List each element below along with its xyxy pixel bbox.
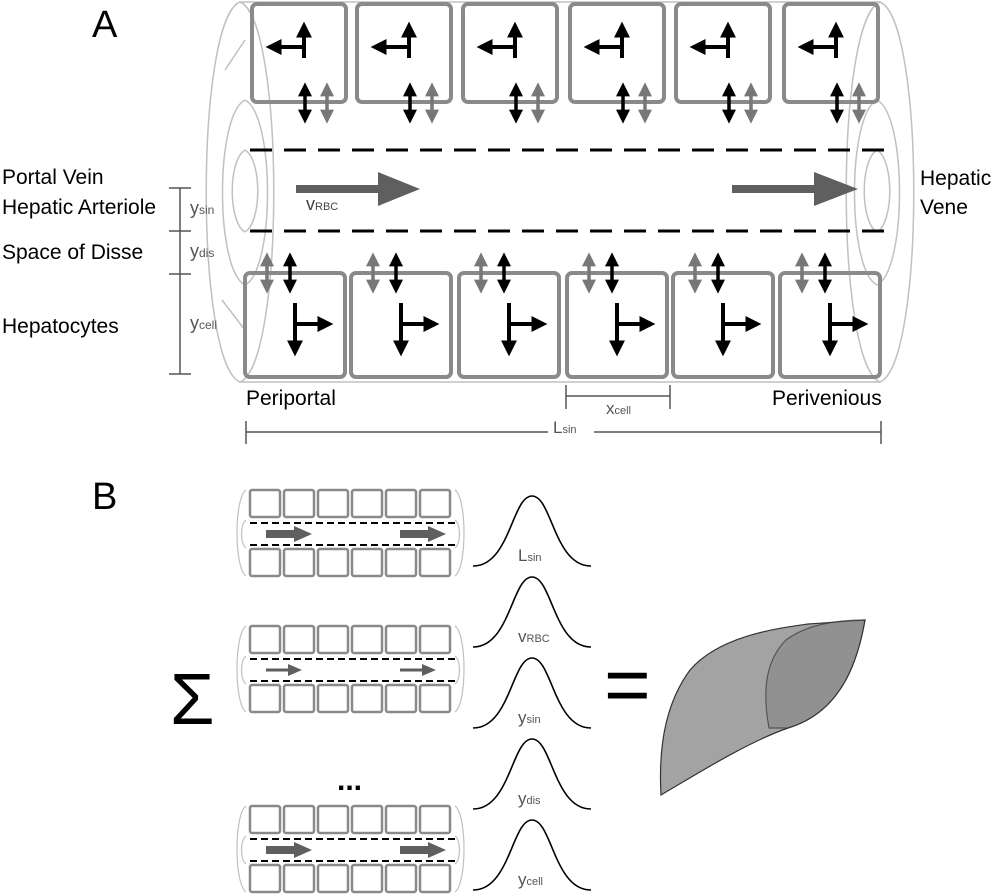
space-of-disse-label: Space of Disse bbox=[2, 241, 143, 264]
xcell-label: xcell bbox=[606, 399, 631, 418]
transport-arrow-icon bbox=[370, 21, 417, 58]
panel-a-label: A bbox=[92, 4, 118, 46]
hepatocyte-cell-bottom bbox=[457, 252, 561, 379]
hepatocytes-label: Hepatocytes bbox=[2, 315, 119, 338]
ellipsis: ... bbox=[337, 764, 362, 797]
flow-arrow-icon bbox=[400, 664, 436, 676]
sum-symbol: Σ bbox=[170, 660, 215, 740]
equals-sign: = bbox=[604, 640, 651, 729]
mini-sinusoid bbox=[236, 804, 465, 894]
hepatic-arteriole-label: Hepatic Arteriole bbox=[2, 196, 156, 219]
velocity-label: vRBC bbox=[306, 194, 338, 214]
thickness-dimension-bar bbox=[169, 187, 191, 375]
ysin-label: ysin bbox=[190, 198, 214, 218]
periportal-label: Periportal bbox=[246, 387, 336, 410]
hepatocyte-cells bbox=[243, 2, 882, 379]
ycell-label: ycell bbox=[190, 313, 217, 333]
exchange-arrow-icon bbox=[688, 252, 725, 294]
distribution-label: Lsin bbox=[518, 546, 542, 565]
parameter-distributions: Lsin vRBC ysin ydis ycell bbox=[472, 495, 592, 891]
transport-arrow-icon bbox=[265, 21, 312, 58]
exchange-arrow-icon bbox=[403, 82, 439, 124]
transport-arrow-icon bbox=[476, 21, 523, 58]
mini-sinusoid bbox=[236, 488, 465, 578]
lsin-label: Lsin bbox=[553, 418, 577, 437]
exchange-arrow-icon bbox=[830, 82, 866, 124]
sinusoid-ensemble bbox=[236, 488, 465, 894]
flow-arrow-icon bbox=[266, 842, 312, 858]
hepatocyte-cell-top bbox=[568, 2, 666, 124]
transport-arrow-icon bbox=[715, 303, 762, 357]
distribution-label: ysin bbox=[518, 708, 541, 727]
transport-arrow-icon bbox=[689, 21, 736, 58]
exchange-arrow-icon bbox=[298, 82, 334, 124]
hepatocyte-cell-top bbox=[355, 2, 453, 124]
hepatocyte-cell-bottom bbox=[671, 252, 775, 379]
exchange-arrow-icon bbox=[366, 252, 403, 294]
hepatocyte-cell-bottom bbox=[565, 252, 669, 379]
exchange-arrow-icon bbox=[722, 82, 758, 124]
mini-sinusoid bbox=[236, 624, 465, 714]
transport-arrow-icon bbox=[393, 303, 440, 357]
flow-arrow-icon bbox=[266, 664, 302, 676]
hepatocyte-cell-top bbox=[674, 2, 772, 124]
vene-label: Vene bbox=[920, 196, 968, 219]
hepatocyte-cell-top bbox=[461, 2, 559, 124]
lsin-dimension bbox=[245, 421, 882, 444]
flow-arrow-icon bbox=[400, 842, 446, 858]
exchange-arrow-icon bbox=[260, 252, 297, 294]
portal-vein-label: Portal Vein bbox=[2, 166, 104, 189]
hepatocyte-cell-bottom bbox=[243, 252, 347, 379]
panel-b: B Σ ... = Lsin vRBC ysin ydis ycell bbox=[92, 476, 866, 894]
hepatic-label: Hepatic bbox=[920, 167, 991, 190]
transport-arrow-icon bbox=[501, 303, 548, 357]
hepatocyte-cell-top bbox=[782, 2, 880, 124]
panel-a: A bbox=[2, 1, 991, 444]
exchange-arrow-icon bbox=[582, 252, 619, 294]
distribution-label: ycell bbox=[518, 870, 543, 889]
transport-arrow-icon bbox=[583, 21, 630, 58]
flow-arrow-icon bbox=[266, 526, 312, 542]
transport-arrow-icon bbox=[287, 303, 334, 357]
hepatocyte-cell-bottom bbox=[349, 252, 453, 379]
perivenious-label: Perivenious bbox=[772, 387, 882, 410]
distribution-label: vRBC bbox=[518, 627, 550, 646]
liver-icon bbox=[659, 619, 866, 797]
distribution-label: ydis bbox=[518, 789, 541, 808]
distribution-curve: Lsin bbox=[472, 495, 592, 567]
panel-b-label: B bbox=[92, 476, 117, 518]
ydis-label: ydis bbox=[190, 241, 214, 261]
blood-flow-arrows bbox=[296, 172, 858, 206]
transport-arrow-icon bbox=[822, 303, 869, 357]
flow-arrow-icon bbox=[400, 526, 446, 542]
xcell-dimension bbox=[565, 385, 671, 409]
exchange-arrow-icon bbox=[474, 252, 511, 294]
transport-arrow-icon bbox=[609, 303, 656, 357]
exchange-arrow-icon bbox=[616, 82, 652, 124]
distribution-curve: ycell bbox=[472, 819, 592, 891]
hepatocyte-cell-bottom bbox=[778, 252, 882, 379]
distribution-curve: ydis bbox=[472, 738, 592, 810]
distribution-curve: ysin bbox=[472, 657, 592, 729]
exchange-arrow-icon bbox=[795, 252, 832, 294]
hepatocyte-cell-top bbox=[250, 2, 348, 124]
distribution-curve: vRBC bbox=[472, 576, 592, 648]
exchange-arrow-icon bbox=[509, 82, 545, 124]
transport-arrow-icon bbox=[797, 21, 844, 58]
